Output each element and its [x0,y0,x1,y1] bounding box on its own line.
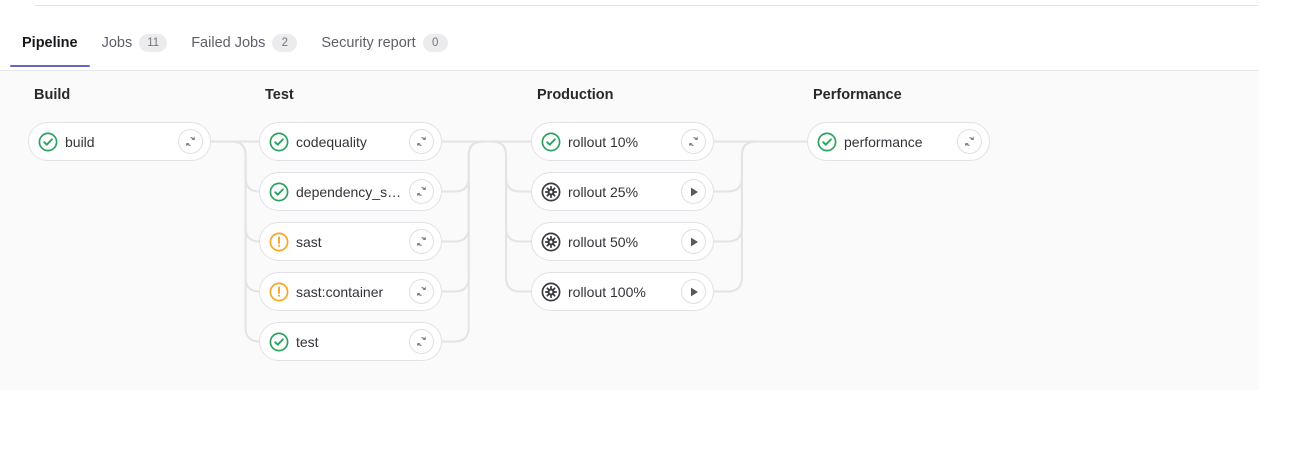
tab-active-indicator [90,65,180,68]
job-name: codequality [296,133,367,150]
card-top-border [35,5,1259,6]
tab-failed-jobs[interactable]: Failed Jobs 2 [179,24,309,62]
tab-label: Security report [321,35,416,51]
job-name: dependency_s… [296,183,402,200]
pipeline-canvas: Build build Test codequality dependency_s…sa… [0,71,1259,390]
stage-title: Performance [813,87,902,103]
retry-icon [689,136,698,147]
job-card[interactable]: build [28,122,211,161]
tab-bar [0,6,1259,70]
job-card[interactable]: dependency_s… [259,172,442,211]
stage-title: Production [537,87,614,103]
pipeline-graph: Build build Test codequality dependency_s…sa… [0,71,1259,390]
retry-icon [417,186,426,197]
retry-icon [186,136,195,147]
play-button[interactable] [681,179,706,204]
play-icon [690,287,698,296]
tab-security-report[interactable]: Security report 0 [309,24,459,62]
warning-circle-icon [269,232,289,251]
job-card[interactable]: rollout 50% [531,222,714,261]
check-circle-icon [541,132,561,151]
job-name: build [65,133,95,150]
tab-count-badge: 0 [422,34,448,52]
job-name: sast [296,233,322,250]
play-icon [690,237,698,246]
job-card[interactable]: sast:container [259,272,442,311]
job-name: rollout 10% [568,133,639,150]
job-name: test [296,333,319,350]
gear-circle-icon [541,232,561,251]
job-name: performance [844,133,923,150]
tab-list: Pipeline Jobs 11 Failed Jobs 2 Security repor… [10,24,460,67]
tab-count-badge: 11 [139,34,168,52]
check-circle-icon [269,132,289,151]
retry-icon [417,336,426,347]
job-name: rollout 25% [568,183,639,200]
retry-button[interactable] [681,129,706,154]
gear-circle-icon [541,182,561,201]
job-card[interactable]: rollout 25% [531,172,714,211]
tab-jobs[interactable]: Jobs 11 [90,24,180,62]
check-circle-icon [269,332,289,351]
retry-icon [417,286,426,297]
job-name: sast:container [296,283,384,300]
check-circle-icon [817,132,837,151]
job-name: rollout 50% [568,233,639,250]
tab-bar-underline [0,70,1259,71]
job-card[interactable]: performance [807,122,990,161]
job-card[interactable]: rollout 10% [531,122,714,161]
job-card[interactable]: sast [259,222,442,261]
gear-circle-icon [541,282,561,301]
job-card[interactable]: rollout 100% [531,272,714,311]
retry-button[interactable] [178,129,203,154]
stage-title: Test [265,87,294,103]
job-card[interactable]: test [259,322,442,361]
retry-button[interactable] [409,179,434,204]
tab-active-indicator [10,64,90,67]
retry-button[interactable] [409,229,434,254]
retry-icon [417,136,426,147]
tab-label: Jobs [101,35,133,51]
play-icon [690,187,698,196]
tab-active-indicator [309,65,459,68]
check-circle-icon [38,132,58,151]
tab-label: Pipeline [22,35,78,51]
retry-icon [417,236,426,247]
pipeline-connectors [210,140,808,343]
retry-icon [965,136,974,147]
check-circle-icon [269,182,289,201]
job-name: rollout 100% [568,283,646,300]
tab-label: Failed Jobs [191,35,266,51]
stage-title: Build [34,87,71,103]
tab-count-badge: 2 [272,34,298,52]
job-card[interactable]: codequality [259,122,442,161]
play-button[interactable] [681,229,706,254]
play-button[interactable] [681,279,706,304]
warning-circle-icon [269,282,289,301]
retry-button[interactable] [957,129,982,154]
retry-button[interactable] [409,129,434,154]
tab-active-indicator [179,65,309,68]
tab-pipeline[interactable]: Pipeline [10,24,90,67]
retry-button[interactable] [409,329,434,354]
retry-button[interactable] [409,279,434,304]
